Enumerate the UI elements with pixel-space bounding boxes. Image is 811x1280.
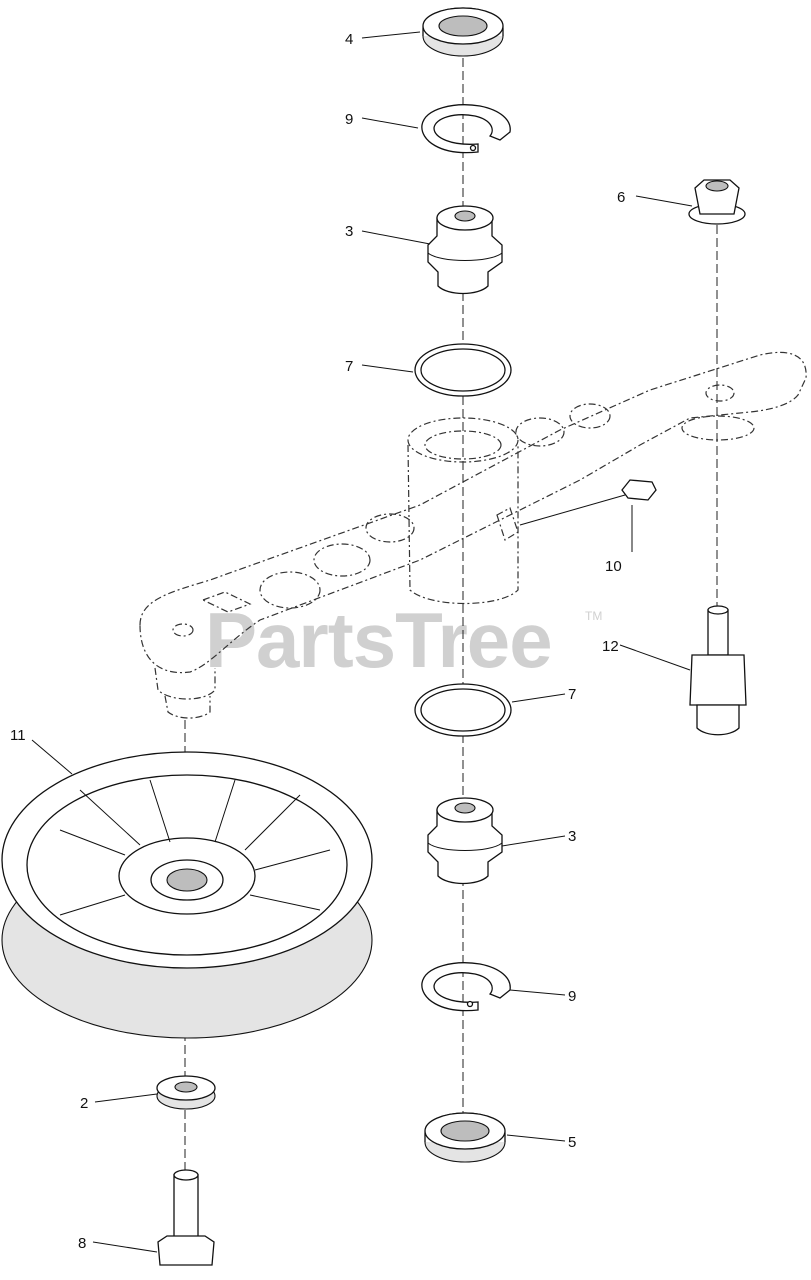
seal-bottom (424, 1112, 506, 1163)
callout-9-top: 9 (345, 111, 353, 128)
callout-5: 5 (568, 1134, 576, 1151)
callout-2: 2 (80, 1095, 88, 1112)
pivot-shaft (689, 605, 747, 736)
watermark: PartsTree TM (205, 596, 602, 684)
bearing-bottom (427, 797, 503, 885)
leader-lines (31, 31, 693, 1253)
idler-arm (139, 351, 807, 719)
callout-4: 4 (345, 31, 353, 48)
grease-fitting (519, 479, 657, 526)
o-ring-top (414, 343, 512, 397)
watermark-text: PartsTree (205, 596, 552, 684)
callout-7-top: 7 (345, 358, 353, 375)
o-ring-bottom (414, 683, 512, 737)
callout-9-bottom: 9 (568, 988, 576, 1005)
watermark-trademark: TM (585, 609, 602, 623)
callout-8: 8 (78, 1235, 86, 1252)
callout-6: 6 (617, 189, 625, 206)
callout-12: 12 (602, 638, 619, 655)
callout-7-bottom: 7 (568, 686, 576, 703)
callout-10: 10 (605, 558, 622, 575)
retaining-ring-bottom (421, 962, 511, 1012)
seal-top (422, 7, 504, 57)
bearing-top (427, 205, 503, 295)
idler-pulley (1, 751, 373, 1039)
callout-3-top: 3 (345, 223, 353, 240)
flange-nut (688, 179, 746, 225)
retaining-ring-top (421, 104, 511, 154)
washer (156, 1075, 216, 1110)
callouts: 4 9 3 6 7 10 12 11 7 3 9 2 5 8 (10, 31, 625, 1252)
callout-3-bottom: 3 (568, 828, 576, 845)
callout-11: 11 (10, 727, 26, 744)
hex-bolt (157, 1169, 215, 1266)
